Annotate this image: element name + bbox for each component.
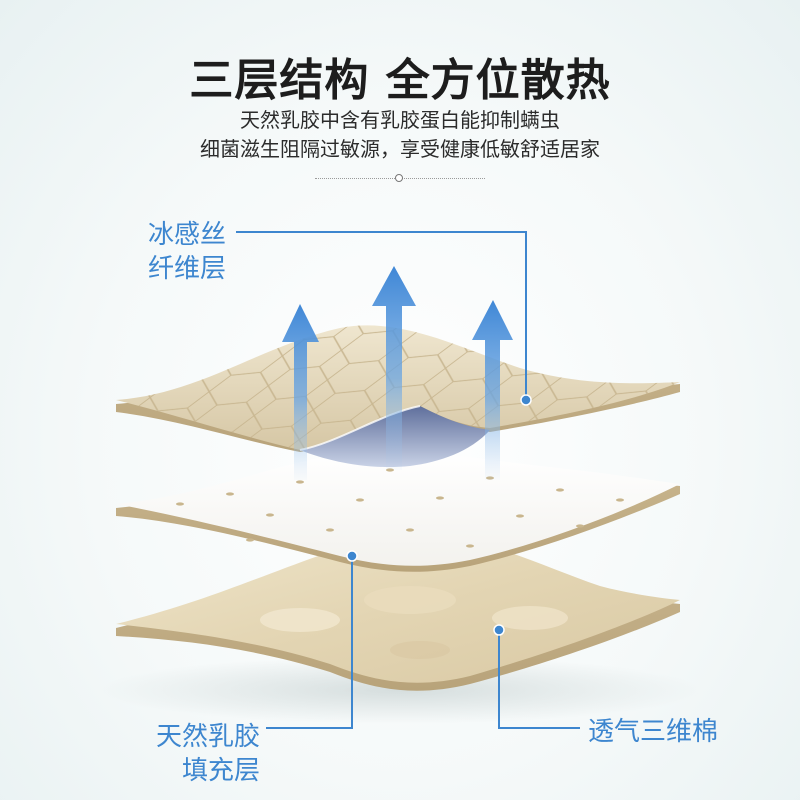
divider-dot [395, 174, 403, 182]
up-arrow-icon [282, 304, 319, 480]
latex-layer [116, 451, 680, 572]
cotton-label: 透气三维棉 [588, 717, 719, 747]
cool-silk-label-line-2: 纤维层 [148, 254, 227, 284]
callout-dot-cotton [493, 624, 505, 636]
cotton-layer [116, 533, 680, 691]
up-arrow-icon [472, 300, 513, 480]
subtitle-line-1: 天然乳胶中含有乳胶蛋白能抑制螨虫 [240, 108, 560, 132]
cool-silk-label: 冰感丝 纤维层 [148, 218, 226, 286]
latex-label-line-2: 填充层 [181, 756, 260, 786]
latex-label-line-1: 天然乳胶 [155, 722, 260, 752]
callout-dot-cool-silk [520, 394, 532, 406]
callout-dot-latex [346, 550, 358, 562]
subtitle-line-2: 细菌滋生阻隔过敏源，享受健康低敏舒适居家 [200, 137, 600, 161]
cool-silk-label-line-1: 冰感丝 [148, 220, 227, 250]
latex-label: 天然乳胶 填充层 [146, 720, 260, 788]
page-title: 三层结构 全方位散热 [189, 55, 611, 106]
up-arrow-icon [372, 266, 416, 470]
callout-lines [236, 231, 580, 729]
